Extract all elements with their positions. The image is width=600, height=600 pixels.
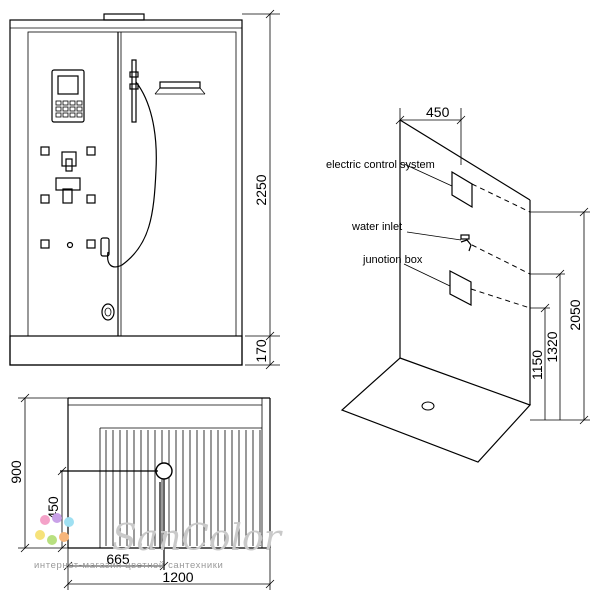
dim-665-label: 665	[106, 551, 130, 567]
junction-box	[449, 270, 472, 306]
water-inlet-valve	[460, 234, 472, 252]
tray-drain	[421, 401, 435, 411]
watermark-dot	[59, 532, 69, 542]
dim-1200-label: 1200	[162, 569, 193, 585]
watermark-subtitle: интернет-магазин цветной сантехники	[34, 560, 223, 571]
glass-shelf	[154, 81, 206, 95]
side-dimensions: 2050 1320 1150	[529, 207, 590, 425]
control-display	[57, 75, 79, 95]
watermark-brand: SanColor	[112, 518, 283, 559]
dash-line-water	[471, 244, 531, 275]
watermark-dot	[52, 513, 62, 523]
shower-rail	[100, 59, 157, 268]
mixer-faucet	[55, 151, 81, 204]
label-electric-control: electric control system	[326, 159, 435, 171]
electric-control-box	[451, 170, 473, 209]
watermark: SanColor интернет-магазин цветной сантех…	[34, 513, 283, 571]
watermark-dots	[35, 513, 74, 545]
dim-1150-label: 1150	[529, 350, 545, 380]
plan-view: 900 450 665 1200	[8, 393, 275, 590]
tray-slats	[105, 430, 261, 546]
dim-450-label: 450	[426, 104, 450, 120]
dim-1320-label: 1320	[544, 331, 560, 362]
plan-drain	[155, 462, 173, 480]
watermark-dot	[35, 530, 45, 540]
label-junction-box: junotion box	[362, 254, 423, 266]
cabin-outer-frame	[9, 19, 243, 366]
side-view: 450 electric control system water inlet …	[326, 104, 590, 463]
dash-line-junction	[470, 288, 531, 309]
dim-height-2250: 2250 170	[242, 9, 280, 370]
dim-2250-label: 2250	[253, 174, 269, 205]
watermark-dot	[40, 515, 50, 525]
plan-dimensions: 900 450 665 1200	[8, 393, 275, 590]
dim-2050-label: 2050	[567, 299, 583, 330]
watermark-dot	[64, 517, 74, 527]
watermark-dot	[47, 535, 57, 545]
cabin-base	[9, 335, 243, 366]
foot-massager	[101, 303, 115, 321]
dash-line-control	[471, 183, 531, 213]
label-water-inlet: water inlet	[351, 221, 402, 233]
top-vent	[103, 13, 145, 21]
dim-170-label: 170	[253, 339, 269, 363]
dim-900-label: 900	[8, 460, 24, 484]
shower-tray	[340, 357, 532, 463]
wall-top-edge	[399, 119, 531, 201]
control-panel	[51, 69, 85, 123]
front-view: 2250 170	[9, 9, 280, 370]
massage-jets	[40, 146, 96, 249]
